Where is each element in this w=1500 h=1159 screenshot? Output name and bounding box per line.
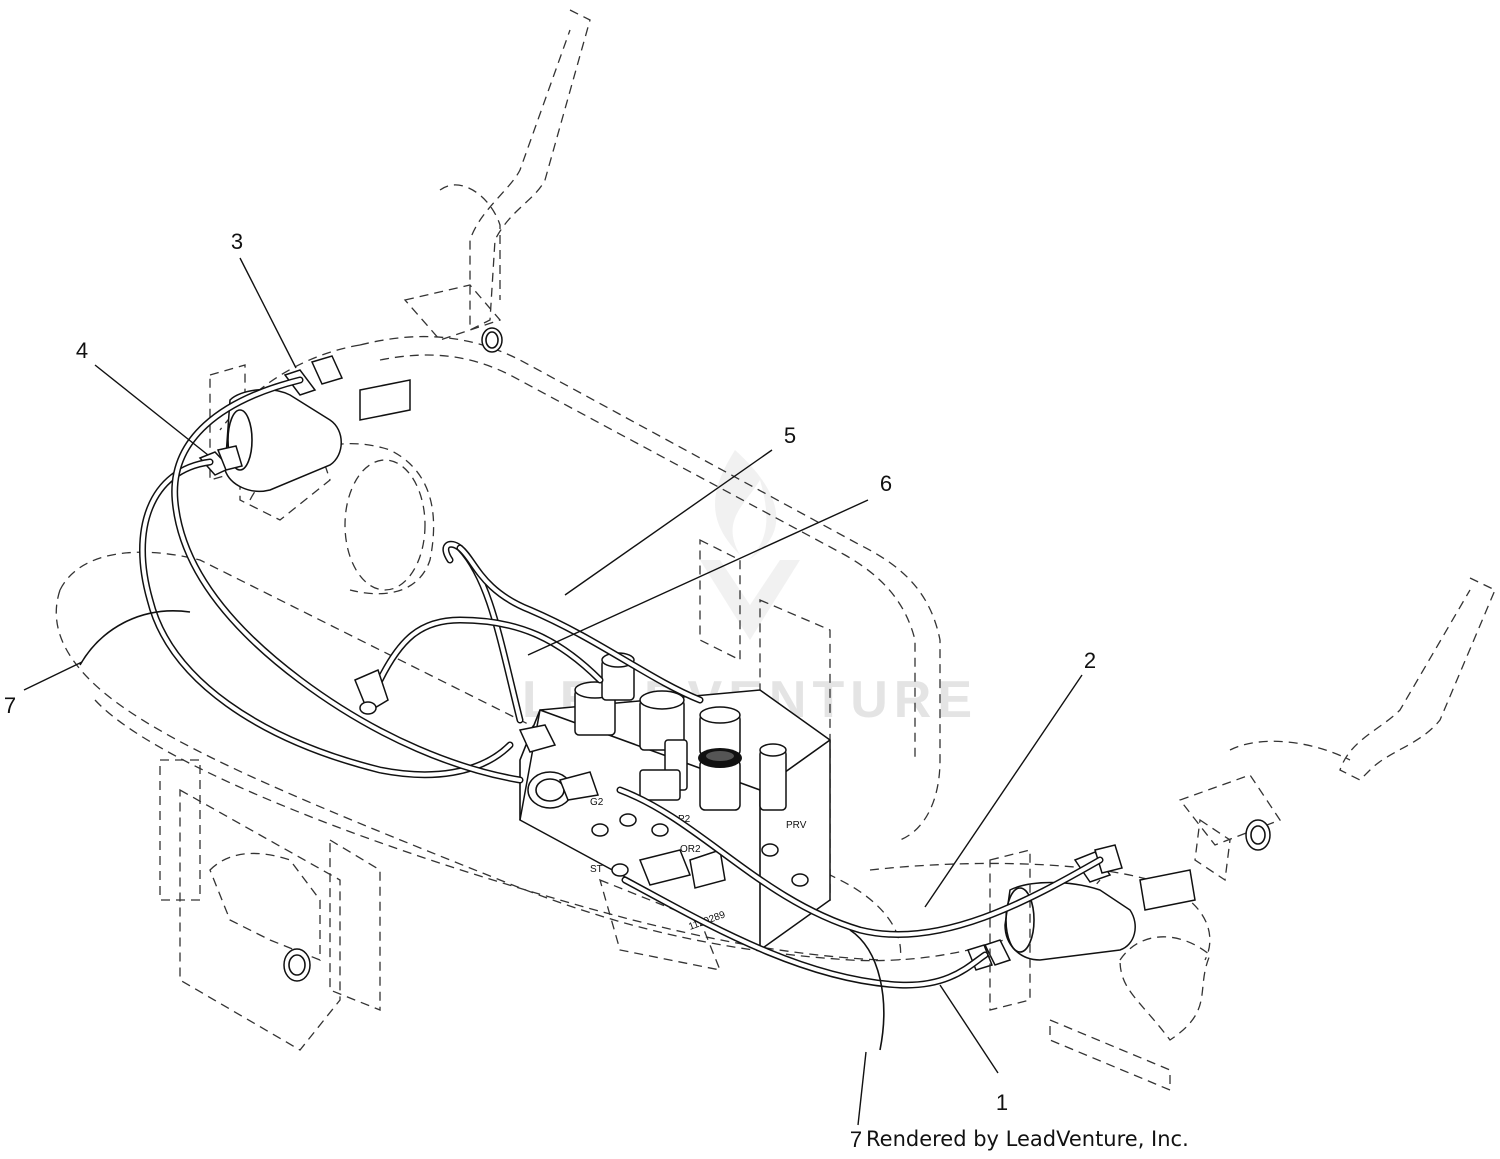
callout-7-left: 7 [4, 693, 16, 718]
manifold-port-label: G2 [590, 797, 604, 808]
callout-labels: 1 2 3 4 5 6 7 7 [4, 229, 1096, 1152]
manifold-port-label: OR2 [680, 844, 701, 855]
credit-text: Rendered by LeadVenture, Inc. [866, 1127, 1189, 1151]
leader-lines [23, 257, 1083, 1126]
callout-6: 6 [880, 471, 892, 496]
left-control-lever [403, 9, 591, 353]
callout-1: 1 [996, 1090, 1008, 1115]
callout-3: 3 [231, 229, 243, 254]
left-pump-assembly [198, 355, 411, 492]
callout-7-bottom: 7 [850, 1127, 862, 1152]
manifold-port-label: ST [590, 864, 603, 875]
hydraulic-hoses [79, 376, 1104, 1051]
manifold-port-label: PRV [786, 820, 807, 831]
left-bracket-bushing [283, 948, 311, 982]
callout-2: 2 [1084, 648, 1096, 673]
manifold-port-label: P2 [678, 814, 691, 825]
callout-4: 4 [76, 338, 88, 363]
watermark-logo [700, 450, 800, 640]
callout-5: 5 [784, 423, 796, 448]
right-control-lever [1178, 577, 1496, 882]
